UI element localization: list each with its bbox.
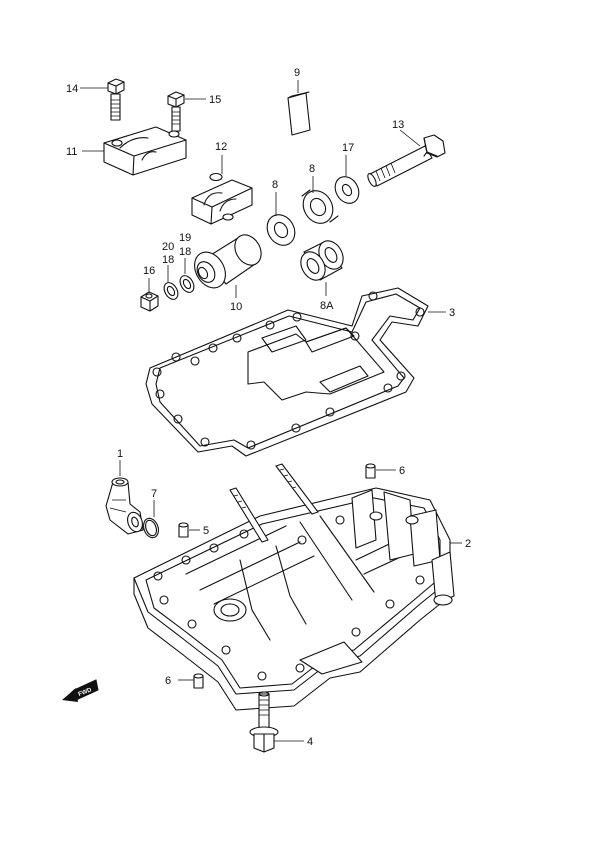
part-2-studs: [229, 463, 319, 543]
callout-16: 16: [143, 265, 155, 277]
part-12-bearing-cap: [191, 172, 253, 225]
part-3-gasket: [145, 287, 429, 457]
fwd-label: FWD: [78, 687, 94, 698]
callout-8A: 8A: [320, 300, 334, 312]
callout-13: 13: [392, 119, 404, 131]
callout-14: 14: [66, 83, 78, 95]
part-16-nut: [140, 291, 159, 312]
part-7-o-ring: [143, 517, 159, 539]
part-4-flange-bolt: [249, 691, 279, 753]
part-15-bolt: [167, 91, 185, 132]
callout-18-lower: 18: [162, 254, 174, 266]
part-8A-bushing: [300, 240, 344, 281]
part-5-dowel-pin: [178, 522, 189, 538]
callout-6-lower: 6: [165, 675, 171, 687]
callout-17: 17: [342, 142, 354, 154]
part-11-bearing-holder: [103, 126, 187, 176]
part-14-bolt: [107, 78, 125, 121]
part-18-ring: [179, 275, 195, 293]
part-6-dowel-pin-upper: [365, 463, 376, 479]
callout-4: 4: [307, 736, 313, 748]
callout-6-upper: 6: [399, 465, 405, 477]
part-8-seal-upper: [301, 189, 339, 224]
callout-2: 2: [465, 538, 471, 550]
callout-8-lower: 8: [272, 179, 278, 191]
part-6-dowel-pin-lower: [193, 673, 204, 689]
callout-9: 9: [294, 67, 300, 79]
callout-19: 19: [179, 232, 191, 244]
part-2-adapter-body: [133, 487, 455, 711]
fwd-arrow-icon: FWD: [62, 679, 99, 702]
part-17-washer: [334, 176, 360, 204]
callout-5: 5: [203, 525, 209, 537]
part-18-ring-lower: [163, 282, 179, 300]
part-13-long-bolt: [367, 134, 446, 187]
callout-11: 11: [66, 146, 77, 158]
callout-1: 1: [117, 448, 123, 460]
part-10-bushing: [194, 234, 262, 289]
callout-10: 10: [230, 301, 242, 313]
part-1-elbow-fitting: [105, 477, 144, 535]
callout-15: 15: [209, 94, 221, 106]
callout-18-upper: 18: [179, 246, 191, 258]
part-8-seal-lower: [266, 214, 296, 246]
callout-7: 7: [151, 488, 157, 500]
callout-3: 3: [449, 307, 455, 319]
callout-12: 12: [215, 141, 227, 153]
callout-20: 20: [162, 241, 174, 253]
callout-8-upper: 8: [309, 163, 315, 175]
part-9-pad: [287, 91, 311, 136]
